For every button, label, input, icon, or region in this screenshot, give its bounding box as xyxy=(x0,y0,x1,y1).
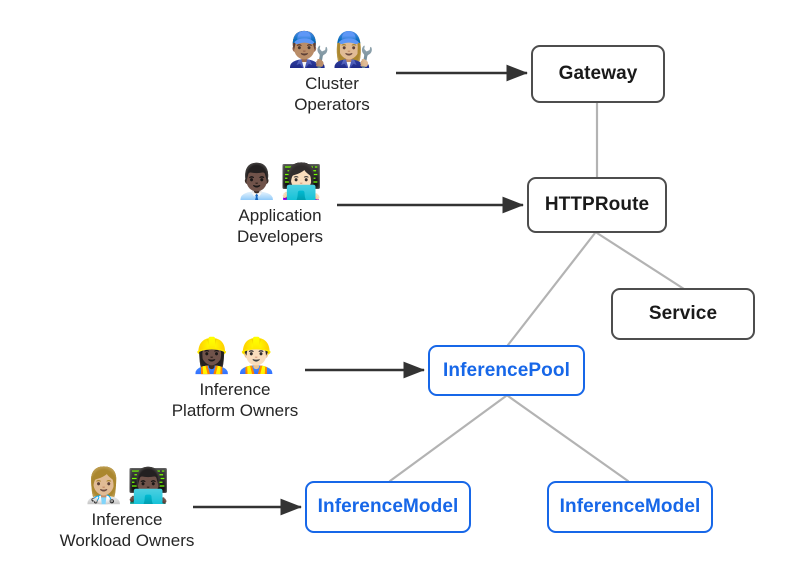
persona-inference-workload-owners: 👩🏼‍⚕️👨🏿‍💻 Inference Workload Owners xyxy=(27,464,227,551)
persona-label-line1: Application xyxy=(238,206,322,225)
node-gateway[interactable]: Gateway xyxy=(531,45,665,103)
persona-inference-platform-owners: 👷🏿‍♀️👷🏻‍♂️ Inference Platform Owners xyxy=(135,334,335,421)
persona-label-line1: Inference xyxy=(199,380,271,399)
persona-application-developers: 👨🏿‍💼👩🏻‍💻 Application Developers xyxy=(180,160,380,247)
node-inferencemodel-2[interactable]: InferenceModel xyxy=(547,481,713,533)
persona-label-line1: Cluster xyxy=(305,74,359,93)
woman-health-worker-icon man-technologist-icon: 👩🏼‍⚕️👨🏿‍💻 xyxy=(82,466,172,506)
persona-label-inference-workload-owners: Inference Workload Owners xyxy=(60,509,195,551)
persona-label-application-developers: Application Developers xyxy=(237,205,323,247)
edge-inferencepool-inferencemodel-2 xyxy=(506,394,630,483)
persona-label-cluster-operators: Cluster Operators xyxy=(294,73,370,115)
node-httproute[interactable]: HTTPRoute xyxy=(527,177,667,233)
persona-label-line2: Platform Owners xyxy=(171,401,299,420)
persona-label-line2: Developers xyxy=(237,227,323,246)
persona-label-line2: Workload Owners xyxy=(59,531,195,550)
node-inferencemodel-1[interactable]: InferenceModel xyxy=(305,481,471,533)
man-office-worker-icon woman-technologist-icon: 👨🏿‍💼👩🏻‍💻 xyxy=(235,162,325,202)
edge-inferencepool-inferencemodel-1 xyxy=(388,394,508,483)
persona-cluster-operators: 👨🏽‍🔧👩🏼‍🔧 Cluster Operators xyxy=(232,28,432,115)
woman-construction-worker-icon man-construction-worker-icon: 👷🏿‍♀️👷🏻‍♂️ xyxy=(190,336,280,376)
man-mechanic-icon woman-mechanic-icon: 👨🏽‍🔧👩🏼‍🔧 xyxy=(287,30,377,70)
persona-label-line1: Inference xyxy=(91,510,163,529)
persona-label-line2: Operators xyxy=(294,95,370,114)
edge-httproute-inferencepool xyxy=(506,231,597,347)
node-service[interactable]: Service xyxy=(611,288,755,340)
edge-httproute-service xyxy=(595,231,686,291)
node-inferencepool[interactable]: InferencePool xyxy=(428,345,585,396)
persona-label-inference-platform-owners: Inference Platform Owners xyxy=(172,379,299,421)
